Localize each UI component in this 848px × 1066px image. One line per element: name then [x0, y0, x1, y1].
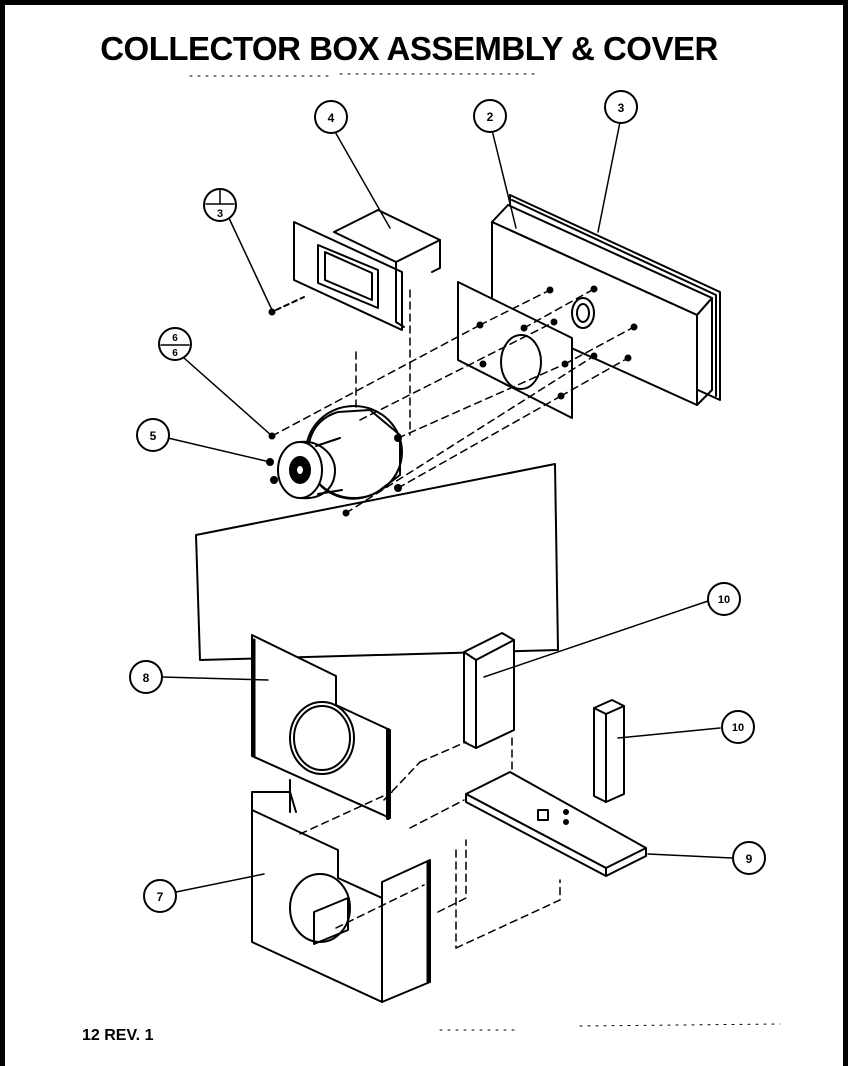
callout-4-bubble: 4 — [314, 100, 348, 134]
callout-leaders — [161, 121, 733, 893]
frame-border-right — [843, 0, 848, 1066]
frame-border-left — [0, 0, 5, 1066]
callout-6-bubble: 6 6 — [158, 327, 192, 361]
callout-10-lower-bubble: 10 — [721, 710, 755, 744]
callout-8-bubble: 8 — [129, 660, 163, 694]
callout-10-lower-label: 10 — [732, 722, 744, 734]
callout-9-bubble: 9 — [732, 841, 766, 875]
callout-2-bubble: 2 — [473, 99, 507, 133]
callout-7-label: 7 — [157, 890, 164, 904]
callout-3-label: 3 — [618, 101, 625, 115]
callout-5-bubble: 5 — [136, 418, 170, 452]
part-5-inducer-motor — [266, 405, 403, 517]
callout-10-upper-bubble: 10 — [707, 582, 741, 616]
cover-gasket-outline — [195, 463, 559, 661]
callout-10-upper-label: 10 — [718, 594, 730, 606]
page-title: COLLECTOR BOX ASSEMBLY & COVER — [100, 30, 718, 67]
part-4-flue-transition — [268, 209, 441, 331]
callout-7-bubble: 7 — [143, 879, 177, 913]
part-10-block-upper — [463, 632, 515, 749]
assembly-lines-lower — [299, 737, 561, 949]
callout-6-sub-label: 6 — [172, 348, 178, 359]
part-10-block-lower — [593, 699, 625, 803]
callout-1-sub-label: 3 — [217, 208, 223, 220]
callout-2-label: 2 — [487, 110, 494, 124]
part-8-cover-upper — [251, 634, 391, 820]
callout-8-label: 8 — [143, 671, 150, 685]
callout-5-label: 5 — [150, 429, 157, 443]
callout-3-bubble: 3 — [604, 90, 638, 124]
callout-1-bubble: 3 — [203, 188, 237, 222]
page-reference: 12 REV. 1 — [82, 1027, 154, 1044]
frame-border-top — [0, 0, 848, 5]
part-9-bracket — [465, 771, 647, 877]
assembly-lines-upper — [271, 288, 635, 514]
part-7-cover-lower — [251, 779, 431, 1003]
callout-9-label: 9 — [746, 852, 753, 866]
scan-noise — [189, 73, 781, 1031]
callout-4-label: 4 — [328, 111, 335, 125]
callout-6-label: 6 — [172, 333, 178, 344]
